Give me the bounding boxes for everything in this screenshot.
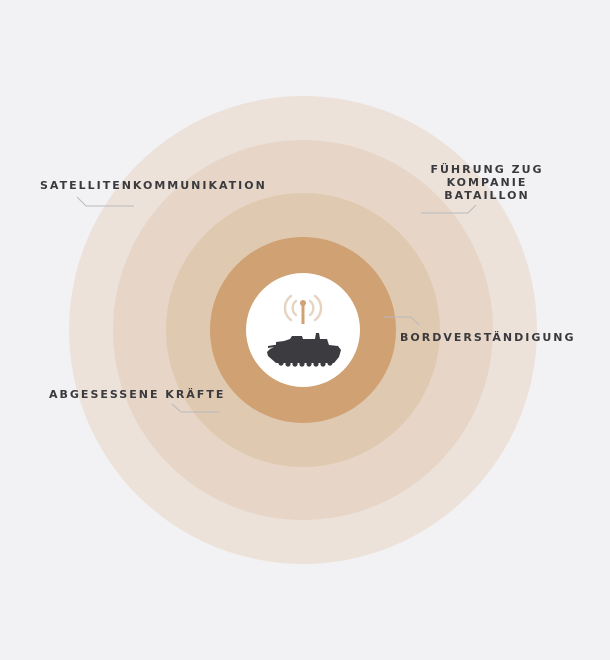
antenna-tip bbox=[300, 300, 306, 306]
label-command-battalion: BATAILLON bbox=[444, 189, 530, 202]
label-onboard-intercom: BORDVERSTÄNDIGUNG bbox=[400, 331, 576, 344]
leader-line-onboard bbox=[384, 316, 420, 326]
label-command-company: KOMPANIE bbox=[446, 176, 528, 189]
label-command-platoon: FÜHRUNG ZUG bbox=[430, 163, 544, 176]
label-dismounted-text: ABGESESSENE KRÄFTE bbox=[49, 388, 226, 401]
armored-vehicle-icon bbox=[267, 333, 341, 367]
leader-line-command bbox=[421, 204, 477, 214]
label-satellite-text: SATELLITENKOMMUNIKATION bbox=[40, 179, 267, 192]
leader-lines bbox=[76, 196, 477, 413]
radio-signal-icon bbox=[283, 294, 323, 322]
antenna-mast bbox=[301, 305, 305, 324]
center-disc bbox=[246, 273, 360, 387]
label-command-levels: FÜHRUNG ZUG KOMPANIE BATAILLON bbox=[424, 163, 550, 202]
leader-line-satellite bbox=[76, 196, 134, 207]
leader-line-dismounted bbox=[171, 403, 220, 413]
antenna-icon bbox=[300, 300, 306, 324]
label-satellite-communication: SATELLITENKOMMUNIKATION bbox=[40, 179, 267, 192]
label-onboard-text: BORDVERSTÄNDIGUNG bbox=[400, 331, 576, 344]
label-dismounted-forces: ABGESESSENE KRÄFTE bbox=[49, 388, 225, 401]
